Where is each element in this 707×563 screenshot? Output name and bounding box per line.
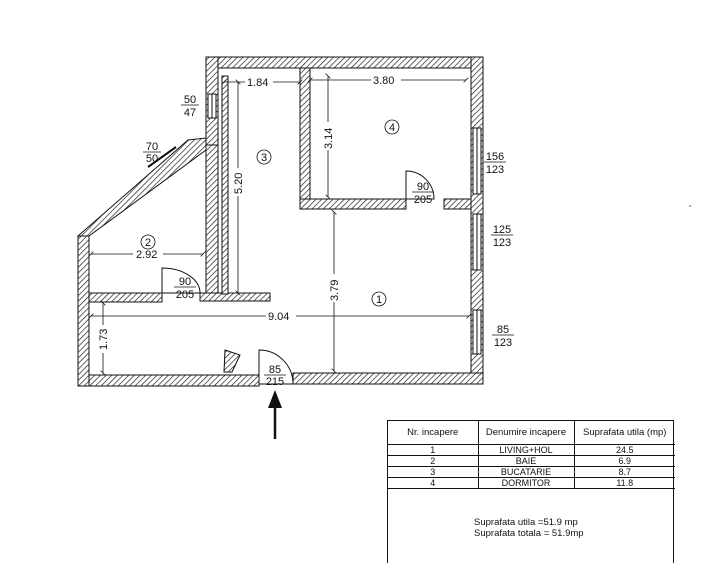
window-156-123-top: 156 — [486, 151, 504, 163]
room-summary-table-box: Nr. incapere Denumire incapere Suprafata… — [387, 420, 675, 563]
window-85-123-top: 85 — [497, 324, 509, 336]
table-row: 1 LIVING+HOL 24.5 — [388, 444, 675, 456]
window-70-50-top: 70 — [146, 141, 158, 153]
cell-name: LIVING+HOL — [477, 444, 575, 456]
header-useful-area: Suprafata utila (mp) — [573, 421, 675, 445]
dimension-lines — [88, 73, 472, 376]
entry-arrow-icon — [268, 390, 282, 439]
window-156-123-bottom: 123 — [486, 164, 504, 176]
interior-walls — [88, 67, 472, 373]
dim-room2-width: 2.92 — [136, 249, 157, 261]
table-row: 3 BUCATARIE 8.7 — [388, 466, 675, 478]
room-number-4: 4 — [389, 122, 395, 134]
cell-number: 1 — [388, 444, 479, 456]
window-125-123-bottom: 123 — [493, 237, 511, 249]
windows — [147, 93, 482, 355]
dim-room1-height: 3.79 — [329, 280, 341, 301]
room-number-1: 1 — [376, 294, 382, 306]
window-50-47-bottom: 47 — [184, 107, 196, 119]
table-row: 2 BAIE 6.9 — [388, 455, 675, 467]
room-number-2: 2 — [145, 237, 151, 249]
table-row: 4 DORMITOR 11.8 — [388, 477, 675, 489]
summary-useful-area: Suprafata utila =51.9 mp — [474, 517, 578, 528]
dim-total-width: 9.04 — [268, 311, 289, 323]
window-125-123-top: 125 — [493, 224, 511, 236]
cell-area: 24.5 — [573, 444, 675, 456]
room-numbers: 1 2 3 4 — [140, 119, 400, 307]
window-50-47-top: 50 — [184, 94, 196, 106]
dim-top-left-width: 1.84 — [247, 77, 268, 89]
cell-name: BAIE — [477, 455, 575, 467]
room-number-3: 3 — [261, 152, 267, 164]
cell-name: DORMITOR — [477, 477, 575, 489]
exterior-walls — [76, 56, 484, 387]
window-70-50-bottom: 50 — [146, 153, 158, 165]
room-summary-table: Nr. incapere Denumire incapere Suprafata… — [388, 421, 675, 489]
dim-room4-height: 3.14 — [323, 128, 335, 149]
window-85-123-bottom: 123 — [494, 337, 512, 349]
dim-top-right-width: 3.80 — [373, 75, 394, 87]
summary-total-area: Suprafata totala = 51.9mp — [474, 528, 584, 539]
dim-left-height: 1.73 — [98, 329, 110, 350]
cell-number: 3 — [388, 466, 479, 478]
bedroom-door-bottom: 205 — [414, 194, 432, 206]
cell-area: 6.9 — [573, 455, 675, 467]
cell-number: 2 — [388, 455, 479, 467]
table-header-row: Nr. incapere Denumire incapere Suprafata… — [388, 421, 675, 445]
header-room-number: Nr. incapere — [388, 421, 479, 445]
bath-door-top: 90 — [179, 276, 191, 288]
bath-door-bottom: 205 — [176, 289, 194, 301]
area-summary: Suprafata utila =51.9 mp Suprafata total… — [474, 517, 584, 539]
cell-area: 11.8 — [573, 477, 675, 489]
cell-area: 8.7 — [573, 466, 675, 478]
dimension-labels: 1.84 3.80 3.14 5.20 2.92 9.04 3.79 1.73 — [97, 74, 401, 353]
entry-door-top: 85 — [269, 364, 281, 376]
cell-number: 4 — [388, 477, 479, 489]
bedroom-door-top: 90 — [417, 181, 429, 193]
dim-room3-height: 5.20 — [233, 173, 245, 194]
opening-labels: 50 47 70 50 90 205 90 205 156 123 125 12… — [143, 94, 514, 388]
cell-name: BUCATARIE — [477, 466, 575, 478]
header-room-name: Denumire incapere — [477, 421, 575, 445]
entry-door-bottom: 215 — [266, 376, 284, 388]
stray-mark — [689, 205, 691, 207]
